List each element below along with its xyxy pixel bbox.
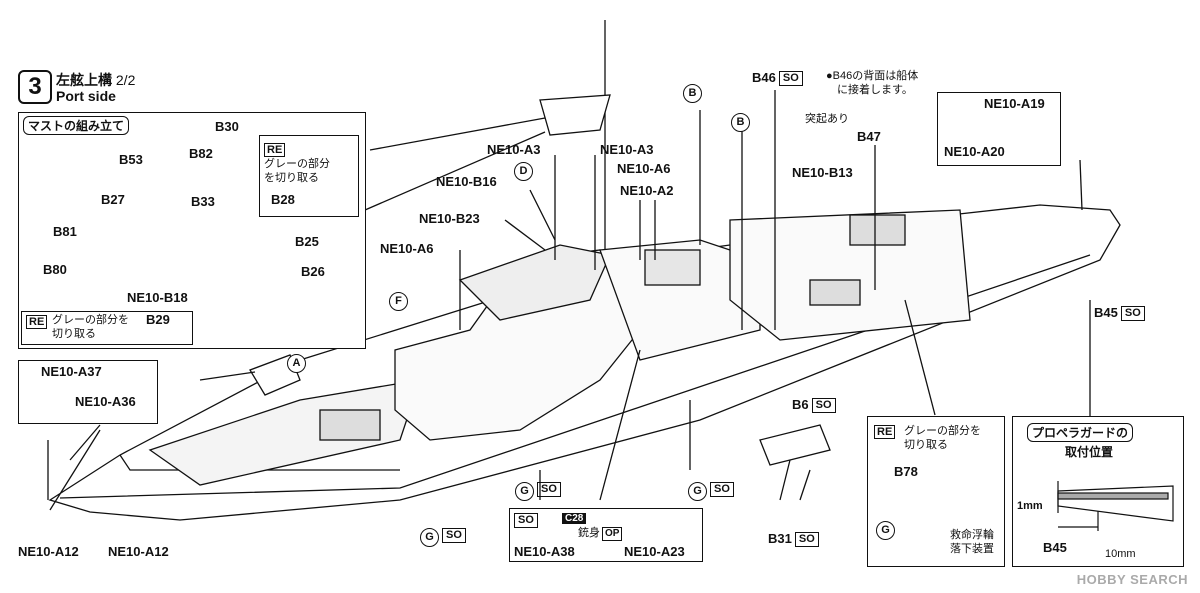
label-ne10-a6-top: NE10-A6 bbox=[617, 161, 671, 176]
part-b27: B27 bbox=[101, 192, 125, 207]
lifebuoy-re-tag: RE bbox=[874, 425, 896, 439]
label-ne10-b16: NE10-B16 bbox=[436, 174, 497, 189]
label-b31-text: B31 bbox=[768, 531, 792, 546]
callout-g-lifebuoy: G bbox=[876, 521, 895, 540]
label-ne10-a36: NE10-A36 bbox=[75, 394, 136, 409]
dim-1mm: 1mm bbox=[1017, 500, 1043, 512]
step-number: 3 bbox=[18, 70, 52, 104]
label-ne10-a12-right: NE10-A12 bbox=[108, 544, 169, 559]
label-ne10-a20: NE10-A20 bbox=[944, 144, 1005, 159]
aft-parts-box: NE10-A19 NE10-A20 bbox=[937, 92, 1061, 166]
b46-note-line2: に接着します。 bbox=[837, 84, 913, 96]
prop-title-line2: 取付位置 bbox=[1065, 445, 1114, 459]
so-badge-b45: SO bbox=[1120, 306, 1145, 322]
so-badge-g-center: SO bbox=[537, 482, 561, 498]
gun-parts-box: SO C28 銃身 OP NE10-A38 NE10-A23 bbox=[509, 508, 703, 562]
propeller-guard-box: プロペラガードの 取付位置 1mm B45 10mm bbox=[1012, 416, 1184, 567]
c28-tag: C28 bbox=[562, 513, 587, 524]
step-subtitle: Port side bbox=[56, 88, 116, 104]
so-badge-b46: SO bbox=[778, 71, 803, 87]
part-b53: B53 bbox=[119, 152, 143, 167]
part-b26: B26 bbox=[301, 264, 325, 279]
label-ne10-a37: NE10-A37 bbox=[41, 364, 102, 379]
lifebuoy-device-box: RE グレーの部分を 切り取る B78 G 救命浮輪 落下装置 bbox=[867, 416, 1005, 567]
so-badge-g-left: SO bbox=[442, 528, 466, 544]
part-b25: B25 bbox=[295, 234, 319, 249]
b46-protrusion-note: 突起あり bbox=[805, 113, 849, 125]
dim-10mm: 10mm bbox=[1105, 548, 1136, 560]
lifebuoy-note-line2: 切り取る bbox=[904, 439, 948, 451]
re-bottom-line1: グレーの部分を bbox=[52, 314, 129, 326]
label-ne10-b13: NE10-B13 bbox=[792, 165, 853, 180]
propeller-diagram bbox=[1057, 481, 1174, 531]
callout-d: D bbox=[514, 162, 533, 181]
b46-note-line1: ●B46の背面は船体 bbox=[826, 70, 919, 82]
step-title: 左舷上構 2/2 bbox=[56, 70, 135, 90]
op-tag: OP bbox=[602, 527, 623, 541]
callout-b-upper: B bbox=[683, 84, 702, 103]
callout-g-center: G bbox=[515, 482, 534, 501]
re-note-line1: グレーの部分 bbox=[264, 158, 330, 170]
label-ne10-a2: NE10-A2 bbox=[620, 183, 674, 198]
part-b30: B30 bbox=[215, 119, 239, 134]
label-ne10-a19: NE10-A19 bbox=[984, 96, 1045, 111]
part-b82: B82 bbox=[189, 146, 213, 161]
prop-title-line1: プロペラガードの bbox=[1027, 423, 1134, 442]
callout-b-lower: B bbox=[731, 113, 750, 132]
so-badge-b6: SO bbox=[811, 398, 836, 414]
re-bottom-tag: RE bbox=[26, 315, 48, 329]
device-line1: 救命浮輪 bbox=[950, 529, 994, 541]
re-note-box: RE グレーの部分 を切り取る bbox=[259, 135, 359, 217]
mast-panel-title: マストの組み立て bbox=[23, 116, 130, 135]
part-b28: B28 bbox=[271, 192, 295, 207]
flagstaff-parts-box: NE10-A37 NE10-A36 bbox=[18, 360, 158, 424]
part-b81: B81 bbox=[53, 224, 77, 239]
label-ne10-a23: NE10-A23 bbox=[624, 544, 685, 559]
callout-g-left: G bbox=[420, 528, 439, 547]
label-ne10-a12-left: NE10-A12 bbox=[18, 544, 79, 559]
label-b46-text: B46 bbox=[752, 70, 776, 85]
label-ne10-a3-right: NE10-A3 bbox=[600, 142, 654, 157]
step-title-fraction: 2/2 bbox=[115, 72, 136, 88]
part-b29: B29 bbox=[146, 312, 170, 327]
part-b80: B80 bbox=[43, 262, 67, 277]
device-line2: 落下装置 bbox=[950, 543, 994, 555]
label-b6-text: B6 bbox=[792, 397, 809, 412]
mast-assembly-panel: マストの組み立て RE グレーの部分 を切り取る B30 B82 B53 B33… bbox=[18, 112, 366, 349]
callout-a: A bbox=[287, 354, 306, 373]
watermark: HOBBY SEARCH bbox=[1076, 572, 1188, 587]
gun-barrel-label: 銃身 bbox=[578, 527, 600, 539]
so-badge-g-right: SO bbox=[710, 482, 734, 498]
part-b33: B33 bbox=[191, 194, 215, 209]
part-ne10-b18: NE10-B18 bbox=[127, 290, 188, 305]
label-ne10-a6-left: NE10-A6 bbox=[380, 241, 434, 256]
lifebuoy-note-line1: グレーの部分を bbox=[904, 425, 981, 437]
label-ne10-a38: NE10-A38 bbox=[514, 544, 575, 559]
callout-g-right: G bbox=[688, 482, 707, 501]
callout-f: F bbox=[389, 292, 408, 311]
label-b47: B47 bbox=[857, 129, 881, 144]
label-b45-text: B45 bbox=[1094, 305, 1118, 320]
label-ne10-b23: NE10-B23 bbox=[419, 211, 480, 226]
label-ne10-a3-left: NE10-A3 bbox=[487, 142, 541, 157]
re-bottom-box: RE グレーの部分を 切り取る B29 bbox=[21, 311, 193, 345]
step-title-jp: 左舷上構 bbox=[56, 72, 112, 88]
aft-superstructure bbox=[729, 209, 971, 341]
so-badge-b31: SO bbox=[794, 532, 819, 548]
label-b45-prop: B45 bbox=[1043, 540, 1067, 555]
re-tag: RE bbox=[264, 143, 286, 157]
re-note-line2: を切り取る bbox=[264, 172, 319, 184]
re-bottom-line2: 切り取る bbox=[52, 328, 96, 340]
so-badge-center: SO bbox=[514, 513, 538, 528]
label-b78: B78 bbox=[894, 464, 918, 479]
